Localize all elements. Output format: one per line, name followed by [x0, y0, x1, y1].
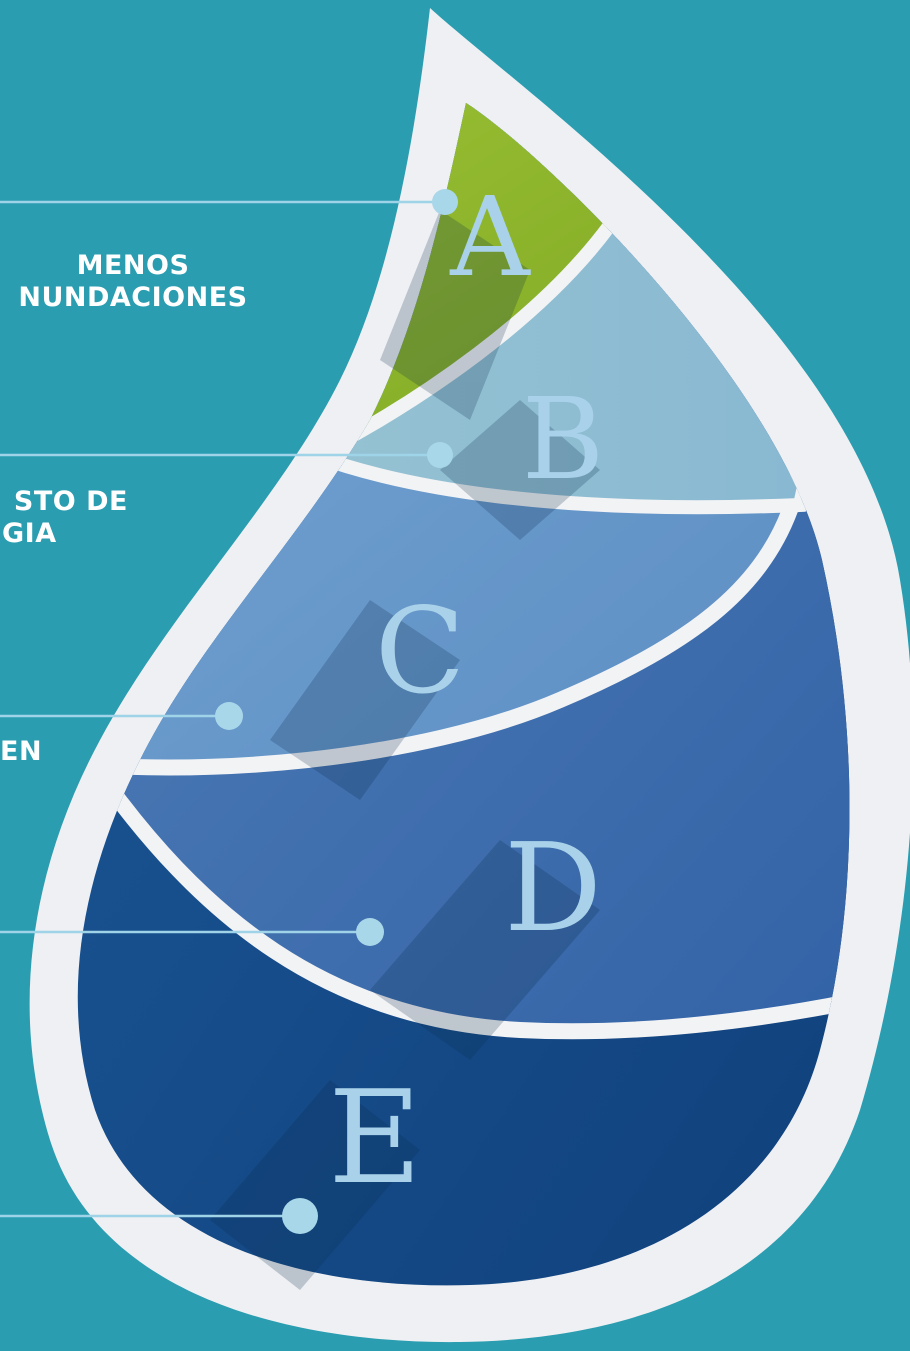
letter-e: E	[328, 1064, 421, 1213]
connector-dot-e	[282, 1198, 318, 1234]
letter-a-shadow	[380, 210, 530, 420]
label-c: EN	[0, 736, 43, 768]
label-b: STO DE GIA	[0, 486, 128, 550]
label-b-line2: GIA	[2, 518, 57, 549]
letter-e-shadow	[210, 1080, 420, 1290]
label-a: MENOS NUNDACIONES	[0, 250, 266, 314]
label-a-line2: NUNDACIONES	[18, 282, 248, 313]
connector-dot-a	[432, 189, 458, 215]
letter-d: D	[504, 817, 602, 959]
connector-dot-d	[356, 918, 384, 946]
connector-dot-b	[427, 442, 453, 468]
connector-dot-c	[215, 702, 243, 730]
letter-b-shadow	[440, 400, 600, 540]
label-c-line1: EN	[0, 736, 43, 767]
letter-a: A	[449, 173, 531, 301]
label-a-line1: MENOS	[76, 250, 190, 281]
letter-b: B	[522, 375, 604, 505]
letter-c-shadow	[270, 600, 460, 800]
letter-d-shadow	[370, 840, 600, 1060]
letter-c: C	[375, 582, 465, 720]
label-b-line1: STO DE	[13, 486, 128, 517]
